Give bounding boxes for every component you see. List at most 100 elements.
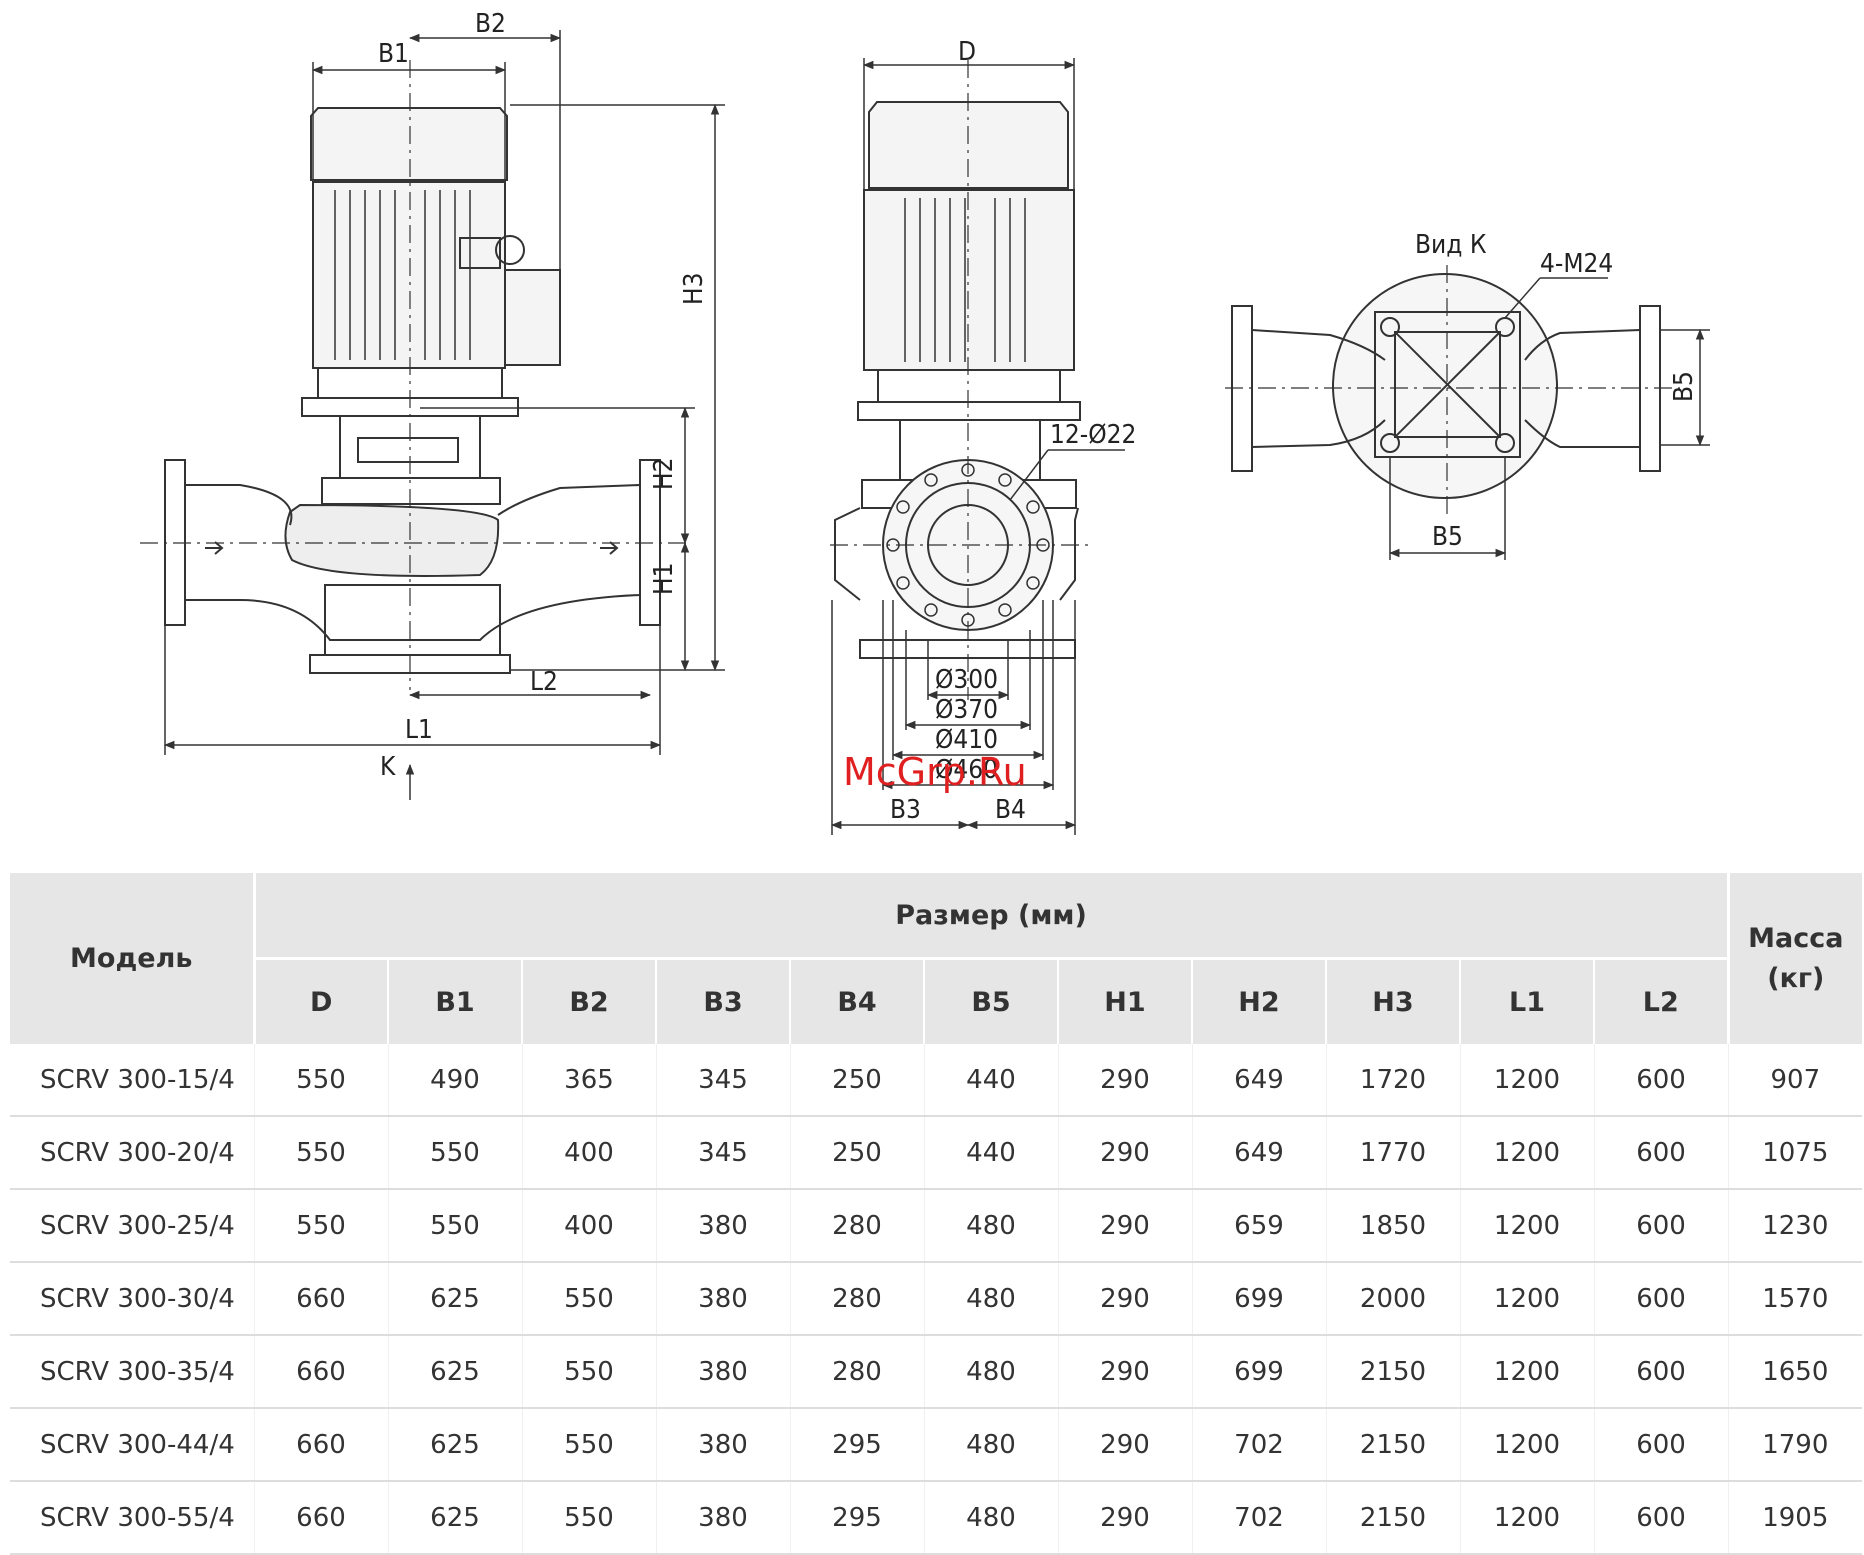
value-cell-b4: 295 [789, 1408, 924, 1482]
value-cell-b1: 625 [387, 1408, 522, 1482]
value-cell-h1: 290 [1057, 1262, 1192, 1336]
column-header-h3: H3 [1326, 958, 1461, 1044]
label-b3: B3 [890, 795, 921, 825]
value-cell-d: 550 [253, 1044, 388, 1117]
mass-header-line2: (кг) [1767, 962, 1825, 994]
label-d460: Ø460 [935, 755, 998, 785]
value-cell-h1: 290 [1057, 1481, 1192, 1555]
value-cell-h3: 1770 [1325, 1116, 1460, 1190]
value-cell-d: 660 [253, 1408, 388, 1482]
value-cell-h1: 290 [1057, 1189, 1192, 1263]
value-cell-b3: 345 [655, 1116, 790, 1190]
label-d: D [958, 37, 976, 67]
model-cell: SCRV 300-25/4 [10, 1189, 254, 1263]
value-cell-b5: 480 [923, 1262, 1058, 1336]
value-cell-h3: 2150 [1325, 1335, 1460, 1409]
mass-cell: 1790 [1727, 1408, 1863, 1482]
value-cell-h2: 649 [1191, 1116, 1326, 1190]
label-h1: H1 [649, 563, 679, 595]
label-view-k: Вид К [1415, 230, 1487, 260]
column-header-h1: H1 [1058, 958, 1193, 1044]
watermark: McGrp.Ru [843, 750, 1027, 794]
value-cell-b4: 295 [789, 1481, 924, 1555]
model-cell: SCRV 300-55/4 [10, 1481, 254, 1555]
mass-cell: 1230 [1727, 1189, 1863, 1263]
label-b4: B4 [995, 795, 1026, 825]
mass-cell: 1905 [1727, 1481, 1863, 1555]
value-cell-l2: 600 [1593, 1116, 1729, 1190]
model-header: Модель [10, 873, 256, 1044]
value-cell-b5: 440 [923, 1116, 1058, 1190]
column-header-h2: H2 [1192, 958, 1327, 1044]
value-cell-h3: 2150 [1325, 1408, 1460, 1482]
value-cell-d: 550 [253, 1189, 388, 1263]
value-cell-h2: 702 [1191, 1408, 1326, 1482]
value-cell-b1: 625 [387, 1335, 522, 1409]
value-cell-b3: 380 [655, 1189, 790, 1263]
front-view [140, 60, 690, 690]
value-cell-h2: 699 [1191, 1262, 1326, 1336]
label-h3: H3 [679, 273, 709, 305]
value-cell-d: 660 [253, 1262, 388, 1336]
value-cell-b1: 625 [387, 1481, 522, 1555]
column-header-b4: B4 [790, 958, 925, 1044]
label-d370: Ø370 [935, 695, 998, 725]
label-bolts: 4-M24 [1540, 249, 1613, 279]
value-cell-b3: 345 [655, 1044, 790, 1117]
value-cell-b4: 250 [789, 1044, 924, 1117]
size-header: Размер (мм) [254, 873, 1729, 960]
mass-cell: 1075 [1727, 1116, 1863, 1190]
column-header-b2: B2 [522, 958, 657, 1044]
label-b5-side: B5 [1669, 371, 1699, 402]
value-cell-l1: 1200 [1459, 1044, 1594, 1117]
column-header-b1: B1 [388, 958, 523, 1044]
value-cell-b5: 480 [923, 1189, 1058, 1263]
label-l1: L1 [405, 715, 433, 745]
value-cell-b5: 480 [923, 1408, 1058, 1482]
label-l2: L2 [530, 667, 558, 697]
mass-cell: 1570 [1727, 1262, 1863, 1336]
front-dimensions [163, 30, 725, 800]
value-cell-h1: 290 [1057, 1408, 1192, 1482]
mass-header-line1: Масса [1748, 922, 1844, 954]
label-h2: H2 [649, 458, 679, 490]
value-cell-h2: 702 [1191, 1481, 1326, 1555]
value-cell-b3: 380 [655, 1262, 790, 1336]
column-header-l2: L2 [1594, 958, 1730, 1044]
side-view [830, 60, 1090, 700]
value-cell-l2: 600 [1593, 1044, 1729, 1117]
value-cell-h3: 1850 [1325, 1189, 1460, 1263]
column-header-b5: B5 [924, 958, 1059, 1044]
value-cell-l1: 1200 [1459, 1408, 1594, 1482]
value-cell-b1: 625 [387, 1262, 522, 1336]
value-cell-b4: 250 [789, 1116, 924, 1190]
value-cell-b1: 550 [387, 1189, 522, 1263]
label-k: K [380, 752, 396, 782]
value-cell-b3: 380 [655, 1408, 790, 1482]
column-header-b3: B3 [656, 958, 791, 1044]
model-cell: SCRV 300-30/4 [10, 1262, 254, 1336]
model-cell: SCRV 300-20/4 [10, 1116, 254, 1190]
model-cell: SCRV 300-35/4 [10, 1335, 254, 1409]
column-header-l1: L1 [1460, 958, 1595, 1044]
model-cell: SCRV 300-15/4 [10, 1044, 254, 1117]
value-cell-h2: 659 [1191, 1189, 1326, 1263]
value-cell-b5: 480 [923, 1481, 1058, 1555]
value-cell-b2: 550 [521, 1335, 656, 1409]
side-dimensions [830, 58, 1125, 835]
value-cell-b2: 550 [521, 1408, 656, 1482]
value-cell-l1: 1200 [1459, 1189, 1594, 1263]
model-cell: SCRV 300-44/4 [10, 1408, 254, 1482]
mass-cell: 1650 [1727, 1335, 1863, 1409]
value-cell-b2: 400 [521, 1116, 656, 1190]
value-cell-b4: 280 [789, 1262, 924, 1336]
value-cell-b2: 550 [521, 1481, 656, 1555]
